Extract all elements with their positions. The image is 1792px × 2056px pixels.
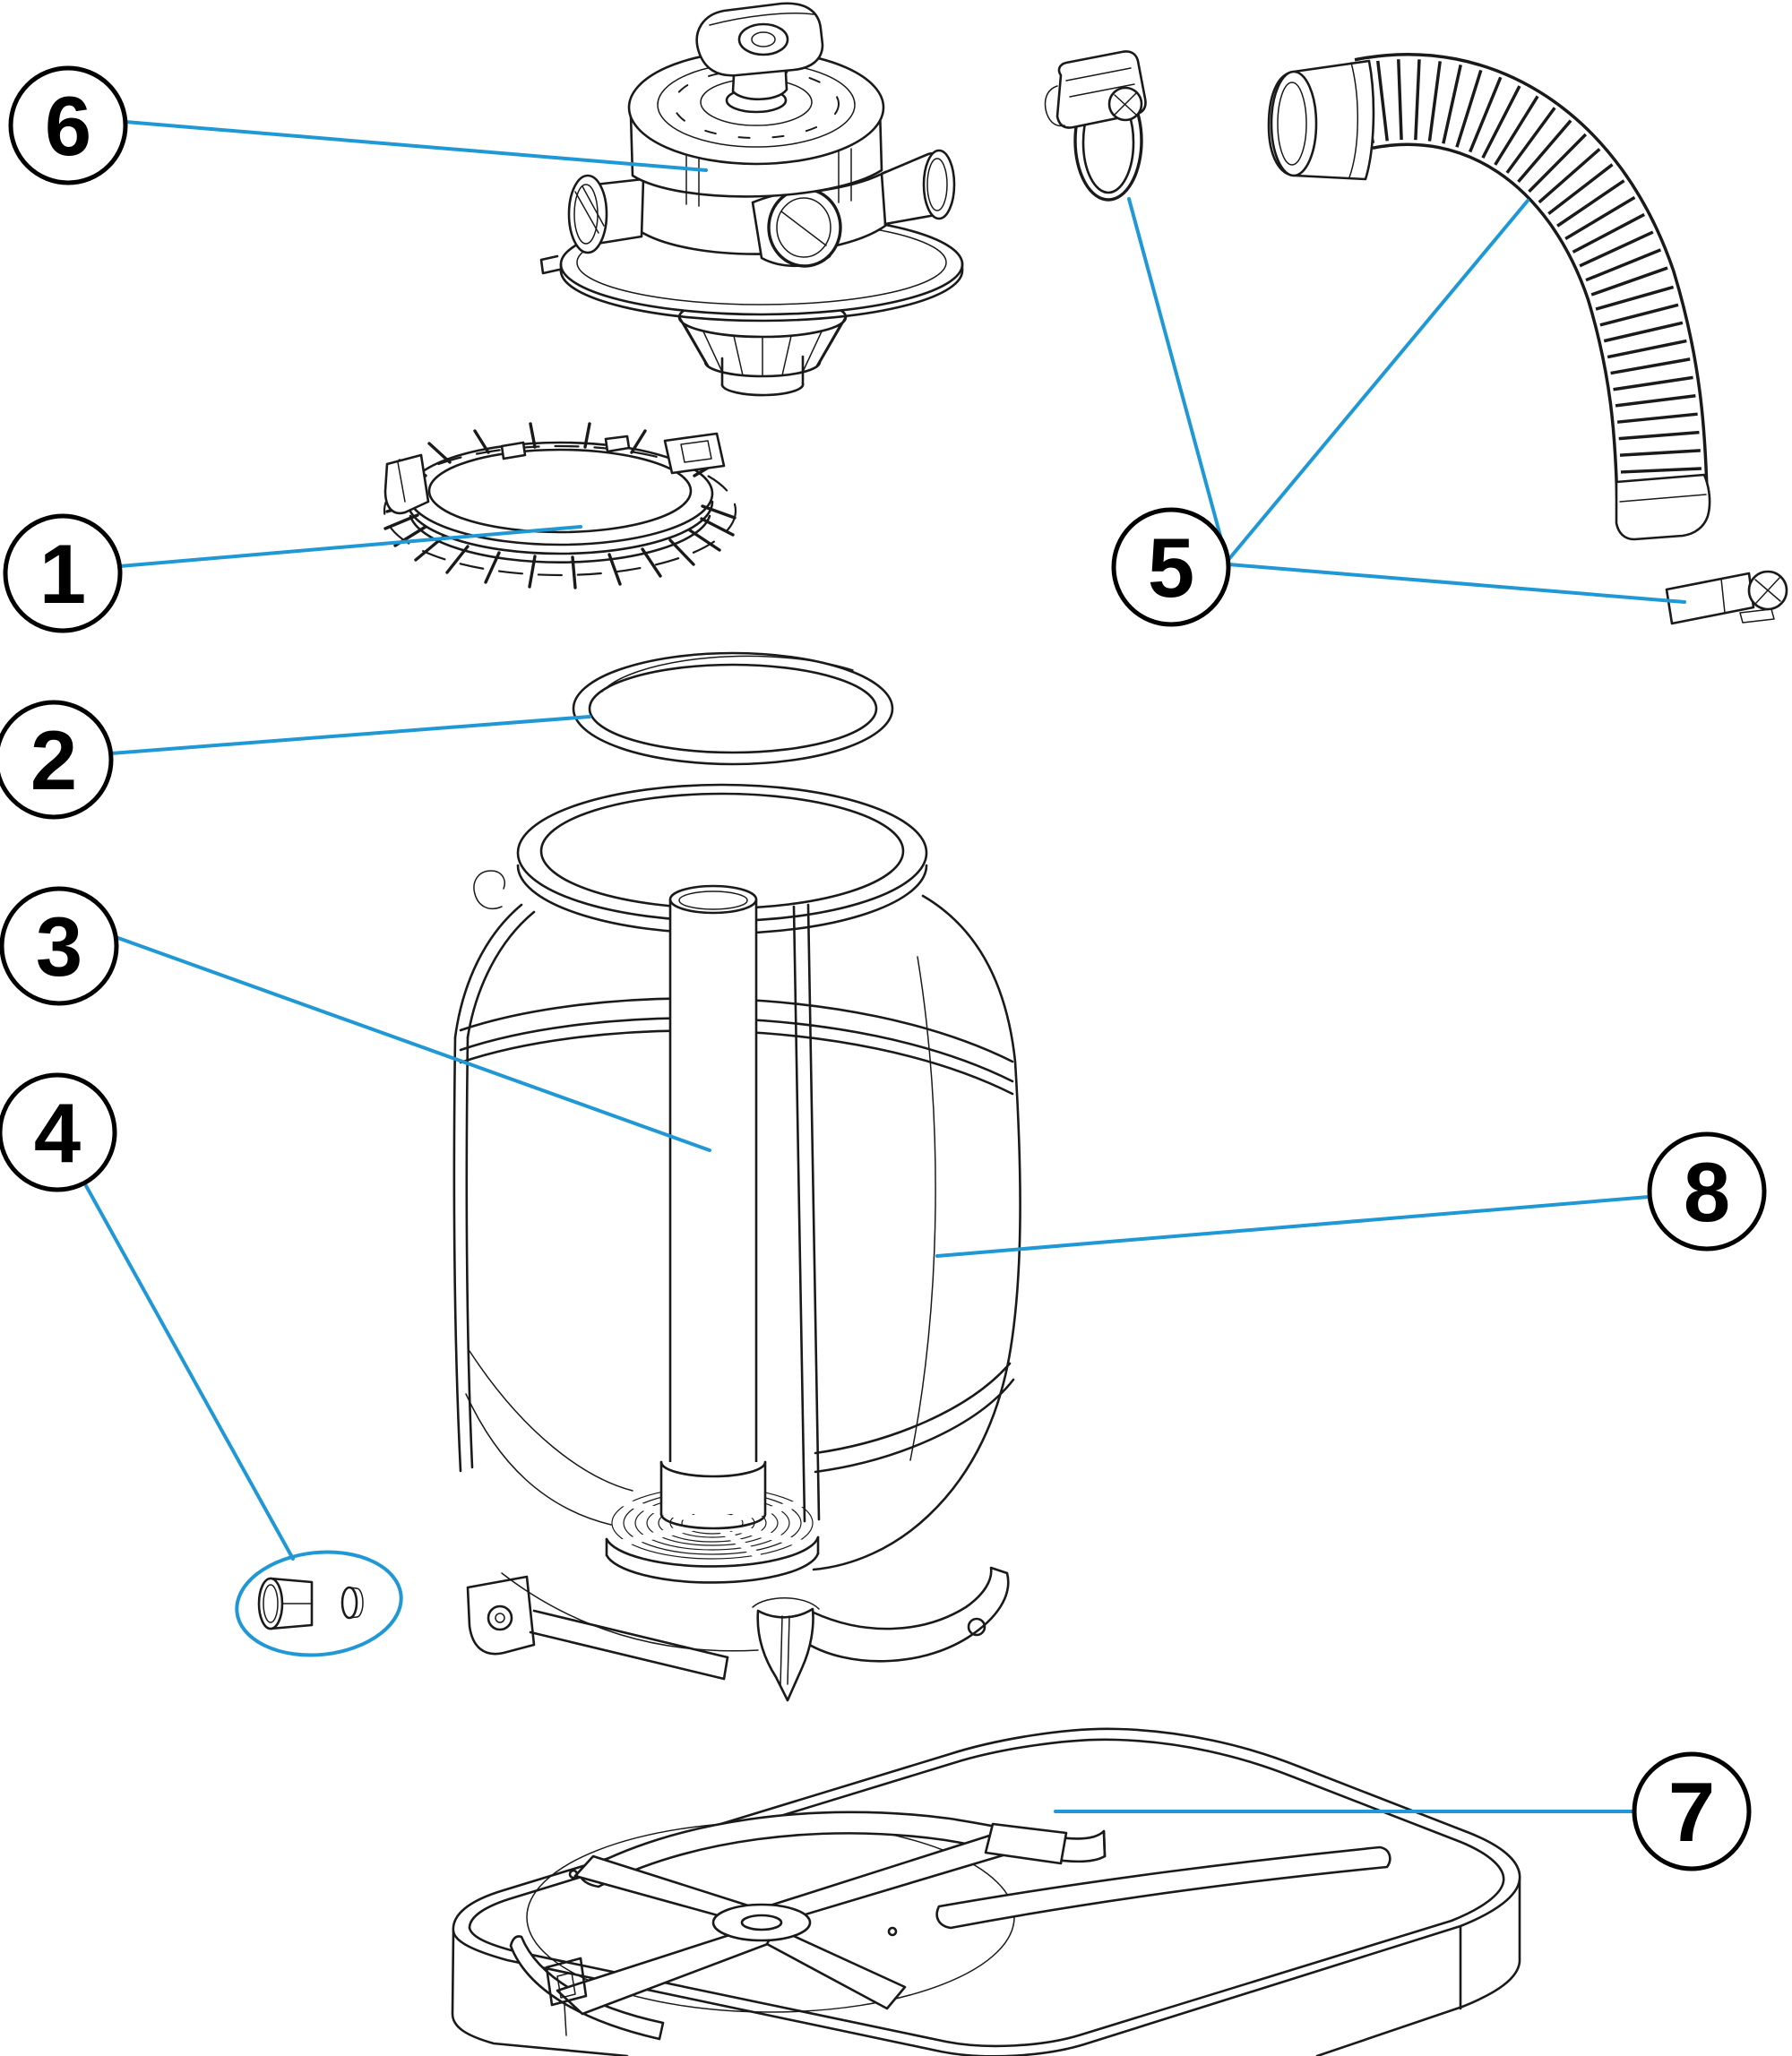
callout-7: 7 xyxy=(1632,1751,1752,1871)
base-platform-drawing xyxy=(451,1727,1521,2056)
lateral-disc-drawing xyxy=(605,1460,820,1584)
clamp-ring-drawing xyxy=(383,422,737,589)
leader-6 xyxy=(124,120,708,172)
callouts: 1 2 3 4 5 6 7 8 xyxy=(0,65,1767,1871)
leader-3 xyxy=(114,935,711,1152)
corrugated-hose-drawing xyxy=(1267,53,1711,541)
callout-1-label: 1 xyxy=(39,527,86,621)
callout-5: 5 xyxy=(1111,507,1231,627)
leader-2 xyxy=(108,715,591,755)
standpipe-drawing xyxy=(668,884,758,1471)
callout-5-label: 5 xyxy=(1148,520,1194,615)
callout-2: 2 xyxy=(0,700,114,820)
callout-8-label: 8 xyxy=(1684,1145,1730,1239)
leader-1 xyxy=(118,525,582,568)
hose-adapter-clamp-drawing xyxy=(1665,570,1788,625)
callout-7-label: 7 xyxy=(1668,1765,1715,1859)
drain-plug-set-drawing xyxy=(257,1577,364,1630)
filter-tank-drawing xyxy=(452,783,1021,1702)
leader-5-to-hose xyxy=(1226,199,1529,563)
leader-5-to-adapter xyxy=(1227,563,1686,604)
leader-lines xyxy=(82,120,1686,1813)
leader-5-to-clamp xyxy=(1127,197,1228,561)
callout-2-label: 2 xyxy=(30,713,77,807)
callout-3: 3 xyxy=(0,886,119,1006)
callout-8: 8 xyxy=(1647,1131,1767,1252)
callout-3-label: 3 xyxy=(36,899,82,994)
hose-clamp-drawing xyxy=(1044,50,1147,202)
part-4-highlight-ellipse xyxy=(235,1550,403,1657)
o-ring-drawing xyxy=(572,651,894,766)
leader-4 xyxy=(82,1181,295,1561)
multiport-valve-drawing xyxy=(539,2,964,397)
callout-6-label: 6 xyxy=(45,79,91,173)
callout-4: 4 xyxy=(0,1072,117,1192)
leader-8 xyxy=(935,1195,1650,1258)
callout-1: 1 xyxy=(3,513,123,633)
callout-6: 6 xyxy=(8,65,128,185)
callout-4-label: 4 xyxy=(34,1086,81,1180)
